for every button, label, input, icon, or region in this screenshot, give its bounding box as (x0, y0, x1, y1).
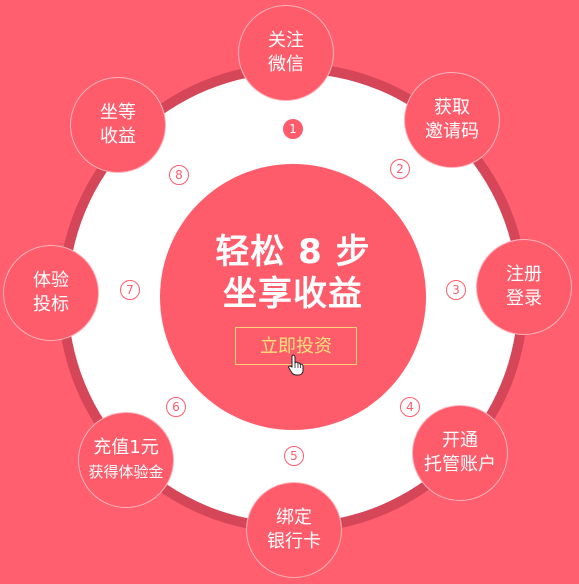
center-circle: 轻松 8 步 坐享收益 立即投资 (160, 164, 426, 430)
step-3-line1: 注册 (506, 264, 542, 285)
step-6-line2: 获得体验金 (88, 463, 164, 481)
step-4-open-custody-account[interactable]: 开通 托管账户 (412, 405, 508, 501)
step-7-line1: 体验 (33, 270, 69, 291)
center-title-line2: 坐享收益 (223, 274, 363, 314)
step-7-trial-bid[interactable]: 体验 投标 (3, 245, 99, 341)
center-title-line1: 轻松 8 步 (215, 232, 371, 272)
step-number-8: 8 (169, 165, 189, 185)
step-5-line1: 绑定 (276, 507, 312, 528)
step-number-5: 5 (284, 446, 304, 466)
step-number-4: 4 (400, 397, 420, 417)
step-7-line2: 投标 (33, 294, 69, 315)
step-4-line1: 开通 (442, 430, 478, 451)
step-5-bind-bank-card[interactable]: 绑定 银行卡 (246, 482, 342, 578)
step-3-line2: 登录 (506, 288, 542, 309)
step-1-line2: 微信 (268, 54, 304, 75)
step-number-1: 1 (283, 119, 303, 139)
step-4-line2: 托管账户 (424, 454, 496, 475)
step-number-2: 2 (390, 159, 410, 179)
step-6-line1: 充值1元 (93, 437, 159, 458)
step-1-follow-wechat[interactable]: 关注 微信 (238, 5, 334, 101)
step-8-wait-for-earnings[interactable]: 坐等 收益 (70, 77, 166, 173)
step-6-deposit-get-trial-fund[interactable]: 充值1元 获得体验金 (78, 412, 174, 508)
step-5-line2: 银行卡 (267, 531, 321, 552)
step-1-line1: 关注 (268, 30, 304, 51)
step-2-get-invite-code[interactable]: 获取 邀请码 (404, 72, 500, 168)
step-2-line2: 邀请码 (425, 121, 479, 142)
step-number-6: 6 (166, 397, 186, 417)
step-2-line1: 获取 (434, 97, 470, 118)
step-8-line2: 收益 (100, 126, 136, 147)
hand-pointer-icon (288, 354, 304, 376)
step-number-7: 7 (120, 280, 140, 300)
step-number-3: 3 (446, 280, 466, 300)
step-3-register-login[interactable]: 注册 登录 (476, 239, 572, 335)
step-8-line1: 坐等 (100, 102, 136, 123)
